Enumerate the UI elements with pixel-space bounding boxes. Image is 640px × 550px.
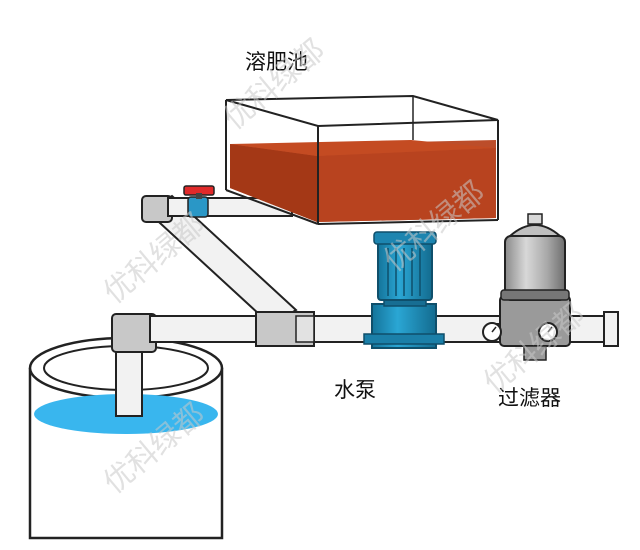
water-pump bbox=[363, 231, 445, 349]
valve bbox=[183, 185, 215, 218]
pump-motor bbox=[377, 239, 433, 301]
filter-label: 过滤器 bbox=[498, 386, 561, 410]
fertilizer-tank bbox=[225, 94, 499, 225]
tank-label: 溶肥池 bbox=[245, 50, 308, 74]
filter bbox=[482, 213, 571, 361]
pump-label: 水泵 bbox=[334, 378, 376, 402]
suction-pipe bbox=[111, 313, 157, 417]
